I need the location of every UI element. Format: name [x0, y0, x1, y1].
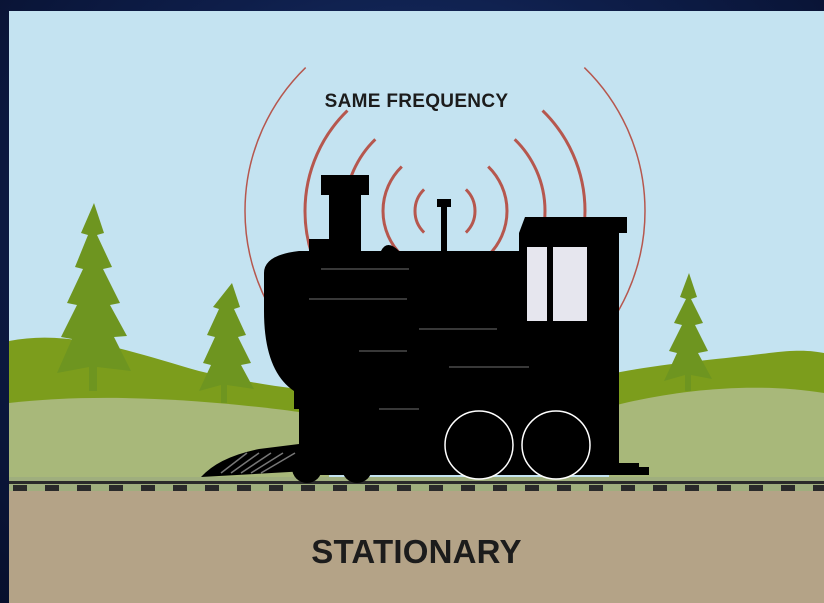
rail-tie [813, 485, 824, 491]
cab-window-large [553, 247, 587, 321]
bottom-caption: STATIONARY [9, 533, 824, 571]
rail-tie [269, 485, 283, 491]
railway-track [9, 477, 824, 491]
rail-tie [45, 485, 59, 491]
rail-tie [557, 485, 571, 491]
drive-wheel [522, 411, 590, 479]
illustration-frame: SAME FREQUENCY STATIONARY [9, 11, 824, 603]
rail-tie [653, 485, 667, 491]
rail-tie [749, 485, 763, 491]
rail-tie [301, 485, 315, 491]
rail-tie [525, 485, 539, 491]
rail-tie [621, 485, 635, 491]
rail-tie [685, 485, 699, 491]
top-caption: SAME FREQUENCY [9, 91, 824, 113]
front-wheel [292, 453, 322, 483]
rail-tie [461, 485, 475, 491]
drive-wheel [445, 411, 513, 479]
rail-tie [493, 485, 507, 491]
rail-tie [429, 485, 443, 491]
rail-tie [13, 485, 27, 491]
rail-tie [397, 485, 411, 491]
rail-tie [781, 485, 795, 491]
rail-tie [77, 485, 91, 491]
cab-window-small [527, 247, 547, 321]
rail-tie [333, 485, 347, 491]
rail-tie [717, 485, 731, 491]
front-wheel [342, 453, 372, 483]
rail-tie [237, 485, 251, 491]
rail-tie [141, 485, 155, 491]
rail-tie [365, 485, 379, 491]
rail-tie [589, 485, 603, 491]
rail-tie [173, 485, 187, 491]
rail-tie [205, 485, 219, 491]
rail-tie [109, 485, 123, 491]
